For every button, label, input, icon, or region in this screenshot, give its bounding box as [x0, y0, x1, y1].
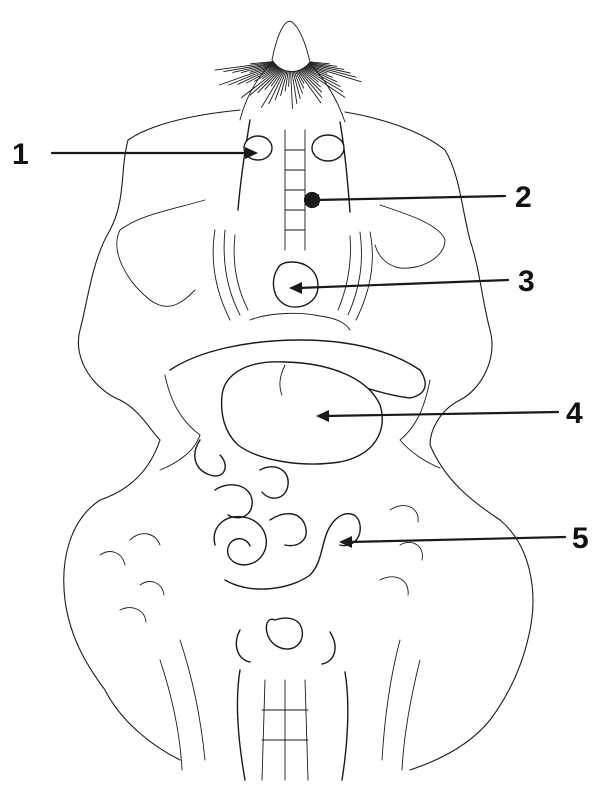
label-number-1: 1	[12, 138, 29, 171]
rib-cage-right	[338, 232, 372, 320]
label-number-4: 4	[566, 397, 583, 430]
intestines	[100, 440, 422, 622]
label-1: 1	[12, 138, 258, 171]
snout	[272, 21, 310, 71]
label-3: 3	[289, 265, 535, 298]
bladder	[266, 618, 302, 649]
right-forelimb-flap	[375, 205, 445, 268]
reproductive-organs	[236, 630, 335, 664]
hind-limb-right	[382, 640, 420, 770]
pelvic-region	[160, 618, 420, 780]
intestine-detail-right	[380, 506, 422, 595]
whisker-stroke	[301, 67, 343, 92]
thorax	[213, 120, 372, 330]
colon	[225, 514, 360, 589]
abdomen-upper	[170, 340, 425, 464]
leader-line-2	[315, 196, 505, 200]
neck-muscle	[238, 120, 350, 212]
heart	[273, 262, 318, 307]
caecum	[270, 514, 306, 546]
intestine-detail-left	[100, 534, 164, 622]
whisker-stroke	[219, 62, 283, 85]
leader-line-5	[348, 537, 565, 542]
head-whiskers	[215, 21, 361, 122]
salivary-gland-right	[312, 135, 344, 161]
diaphragm	[250, 313, 350, 330]
label-number-2: 2	[515, 181, 532, 214]
left-forelimb-flap	[117, 200, 205, 306]
label-number-5: 5	[572, 522, 589, 555]
trachea	[285, 130, 305, 250]
coiled-intestine	[214, 517, 266, 565]
stomach	[222, 362, 383, 464]
left-skin-flap	[64, 110, 240, 760]
hind-region	[238, 670, 348, 780]
label-2: 2	[306, 181, 532, 214]
labels: 1 2 3 4 5	[12, 138, 589, 555]
hind-limb-left	[160, 640, 205, 770]
left-body-wall	[160, 375, 200, 470]
tail-base	[262, 680, 308, 780]
label-5: 5	[339, 522, 589, 555]
label-number-3: 3	[518, 265, 535, 298]
rib-cage-left	[213, 230, 248, 320]
leader-line-3	[298, 280, 508, 288]
